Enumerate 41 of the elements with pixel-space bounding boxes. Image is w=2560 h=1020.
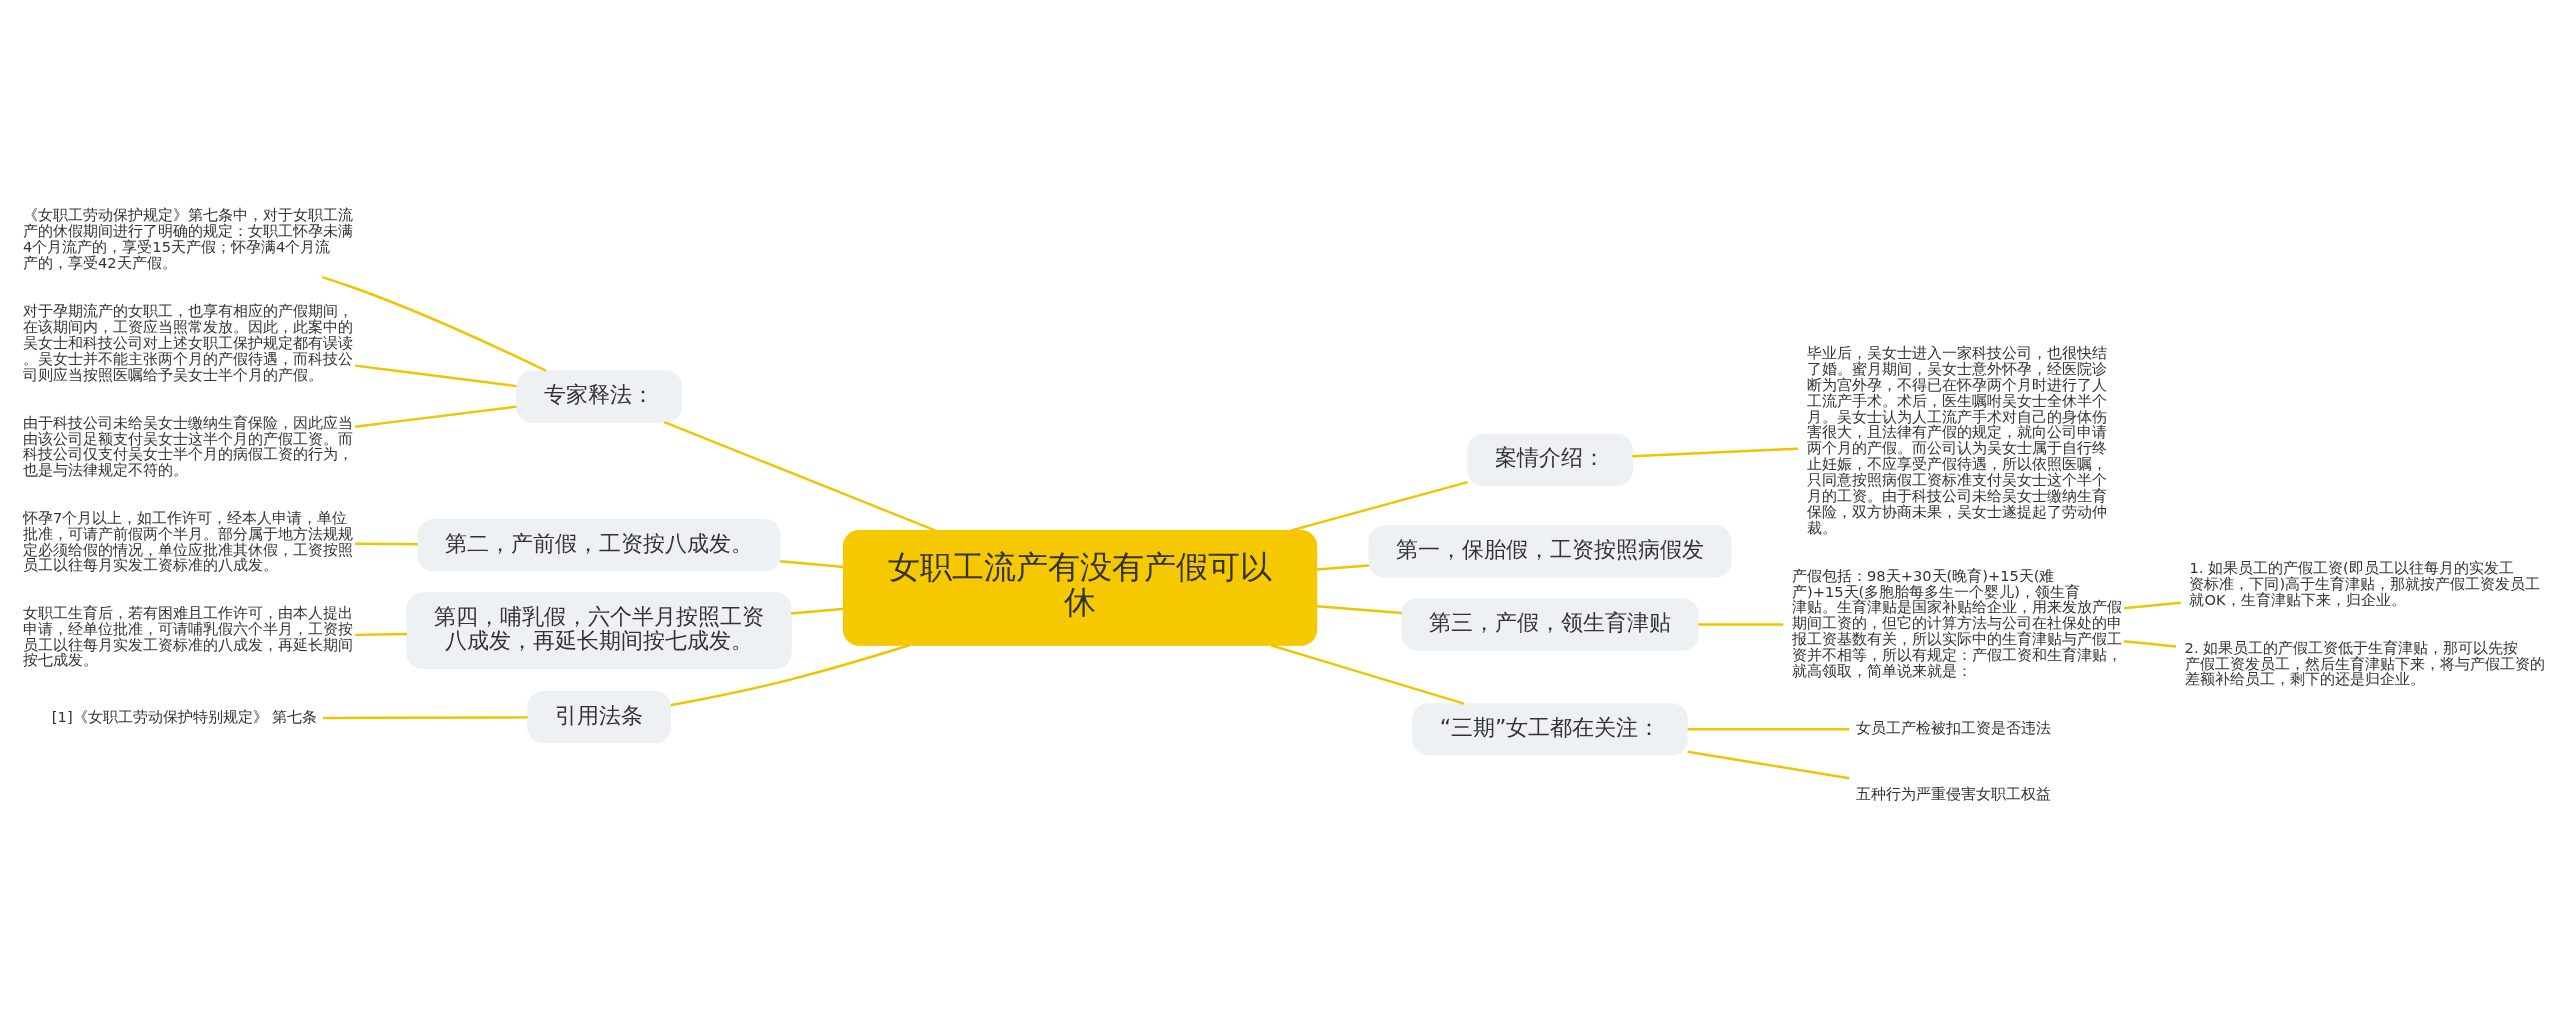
node-text: 毕业后，吴女士进入一家科技公司，也很快结了婚。蜜月期间，吴女士意外怀孕，经医院诊断为宫外孕，不得已在怀孕两个月时进行了人工流产手术。术后，医生嘱咐吴女士全休半个月。吴女士认为人工流产手术对自己的身体伤害很大，且法律有产假的规定，就向公司申请两个月的产假。而公司认为吴女士属于自行终止妊娠，不应享受产假待遇，所以依照医嘱，只同意按照病假工资标准支付吴女士这个半个月的工资。由于科技公司未给吴女士缴纳生育保险，双方协商未果，吴女士遂提起了劳动仲裁。 <box>1806 343 2107 536</box>
node-box: 引用法条 <box>527 690 671 743</box>
connector <box>1290 480 1468 532</box>
node-text: 产假包括：98天+30天(晚育)+15天(难产)+15天(多胞胎每多生一个婴儿)，领生育津贴。生育津贴是国家补贴给企业，用来发放产假期间工资的，但它的计算方法与公司在社保处的申报工资基数有关，所以实际中的生育津贴与产假工资并不相等，所以有规定：产假工资和生育津贴，就高领取，简单说来就是： <box>1792 566 2123 679</box>
node-text: 女职工生育后，若有困难且工作许可，由本人提出申请，经单位批准，可请哺乳假六个半月，工资按员工以往每月实发工资标准的八成发，再延长期间按七成发。 <box>23 603 354 668</box>
node-box: 第二，产前假，工资按八成发。 <box>417 518 781 571</box>
node-text: 1. 如果员工的产假工资(即员工以往每月的实发工资标准，下同)高于生育津贴，那就按产假工资发员工就OK，生育津贴下来，归企业。 <box>2189 558 2541 608</box>
node-text: 2. 如果员工的产假工资低于生育津贴，那可以先按产假工资发员工，然后生育津贴下来，将与产假工资的差额补给员工，剩下的还是归企业。 <box>2184 638 2545 687</box>
node-text: 五种行为严重侵害女职工权益 <box>1856 784 2052 802</box>
connector <box>2124 601 2181 609</box>
node-text: [1]《女职工劳动保护特别规定》 第七条 <box>51 707 318 725</box>
connector <box>355 542 418 545</box>
node-box: 专家释法： <box>516 369 682 423</box>
node-box: 案情介绍： <box>1467 433 1633 486</box>
connector <box>323 715 528 719</box>
connector <box>780 559 844 568</box>
connector <box>1687 727 1850 731</box>
connector <box>1698 622 1784 626</box>
connector <box>355 632 408 636</box>
node-box: “三期”女工都在关注： <box>1412 702 1688 756</box>
node-box: 女职工流产有没有产假可以休 <box>842 529 1318 646</box>
node-text: 《女职工劳动保护规定》第七条中，对于女职工流产的休假期间进行了明确的规定：女职工怀孕未满4个月流产的，享受15天产假；怀孕满4个月流产的，享受42天产假。 <box>23 205 354 271</box>
connector <box>791 607 844 615</box>
node-box: 第三，产假，领生育津贴 <box>1401 597 1699 651</box>
connector <box>670 643 910 706</box>
node-text: 由于科技公司未给吴女士缴纳生育保险，因此应当由该公司足额支付吴女士这半个月的产假工资。而科技公司仅支付吴女士半个月的病假工资的行为，也是与法律规定不符的。 <box>23 413 354 478</box>
node-box: 第四，哺乳假，六个半月按照工资八成发，再延长期间按七成发。 <box>406 591 792 669</box>
connector <box>355 363 517 387</box>
node-box: 第一，保胎假，工资按照病假发 <box>1368 524 1732 578</box>
node-text: 怀孕7个月以上，如工作许可，经本人申请，单位批准，可请产前假两个半月。部分属于地方法规规定必须给假的情况，单位应批准其休假，工资按照员工以往每月实发工资标准的八成发。 <box>23 508 354 573</box>
connector <box>1316 604 1402 614</box>
connector <box>321 275 547 372</box>
connector <box>1316 563 1369 571</box>
connector <box>1632 446 1798 457</box>
connector <box>1270 643 1465 705</box>
connector <box>2124 639 2177 648</box>
connector <box>663 420 936 532</box>
node-text: 女员工产检被扣工资是否违法 <box>1856 718 2052 736</box>
connector <box>1687 750 1850 779</box>
connector <box>355 404 517 428</box>
node-text: 对于孕期流产的女职工，也享有相应的产假期间，在该期间内，工资应当照常发放。因此，此案中的吴女士和科技公司对上述女职工保护规定都有误读。吴女士并不能主张两个月的产假待遇，而科技公司则应当按照医嘱给予吴女士半个月的产假。 <box>23 301 354 383</box>
